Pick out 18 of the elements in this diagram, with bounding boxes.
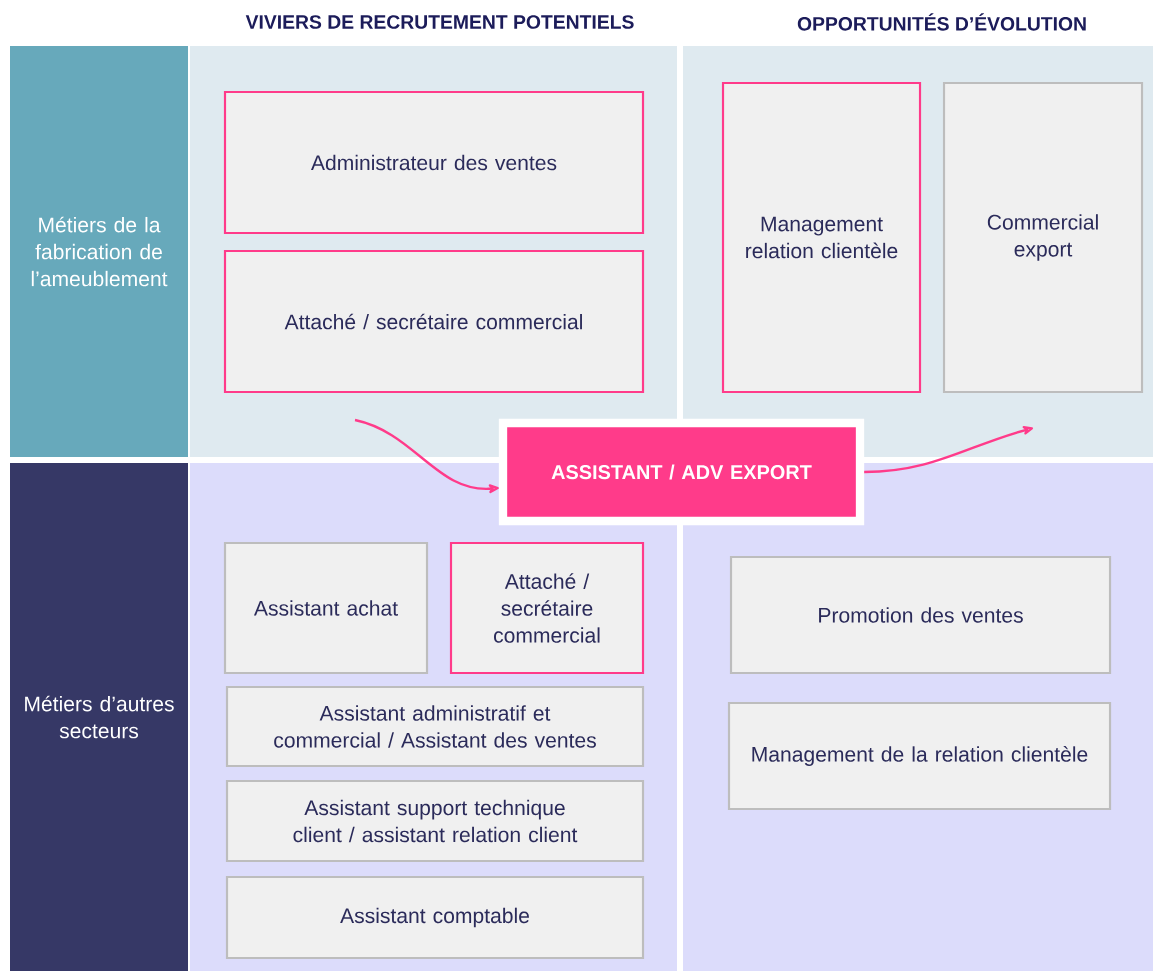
job-box: Assistant achat	[223, 541, 429, 675]
job-box: Promotion des ventes	[729, 555, 1112, 675]
job-box: Attaché / secrétaire commercial	[223, 249, 645, 394]
job-box: Administrateur des ventes	[223, 90, 645, 235]
job-box: Management de la relation clientèle	[727, 701, 1112, 811]
column-heading: OPPORTUNITÉS D’ÉVOLUTION	[797, 13, 1086, 31]
row-header: Métiers de la fabrication de l’ameublement	[10, 46, 188, 457]
arrow	[354, 418, 499, 494]
column-heading: VIVIERS DE RECRUTEMENT POTENTIELS	[245, 15, 634, 29]
job-box: Attaché / secrétaire commercial	[449, 541, 645, 675]
central-job-box: ASSISTANT / ADV EXPORT	[498, 418, 865, 526]
job-box: Commercial export	[942, 81, 1144, 394]
row-header: Métiers d’autres secteurs	[10, 463, 188, 971]
job-box: Management relation clientèle	[721, 81, 922, 394]
job-box: Assistant administratif et commercial / Assistant des ventes	[225, 685, 645, 768]
arrow	[864, 425, 1034, 474]
job-box: Assistant comptable	[225, 875, 645, 960]
job-box: Assistant support technique client / assistant relation client	[225, 779, 645, 863]
